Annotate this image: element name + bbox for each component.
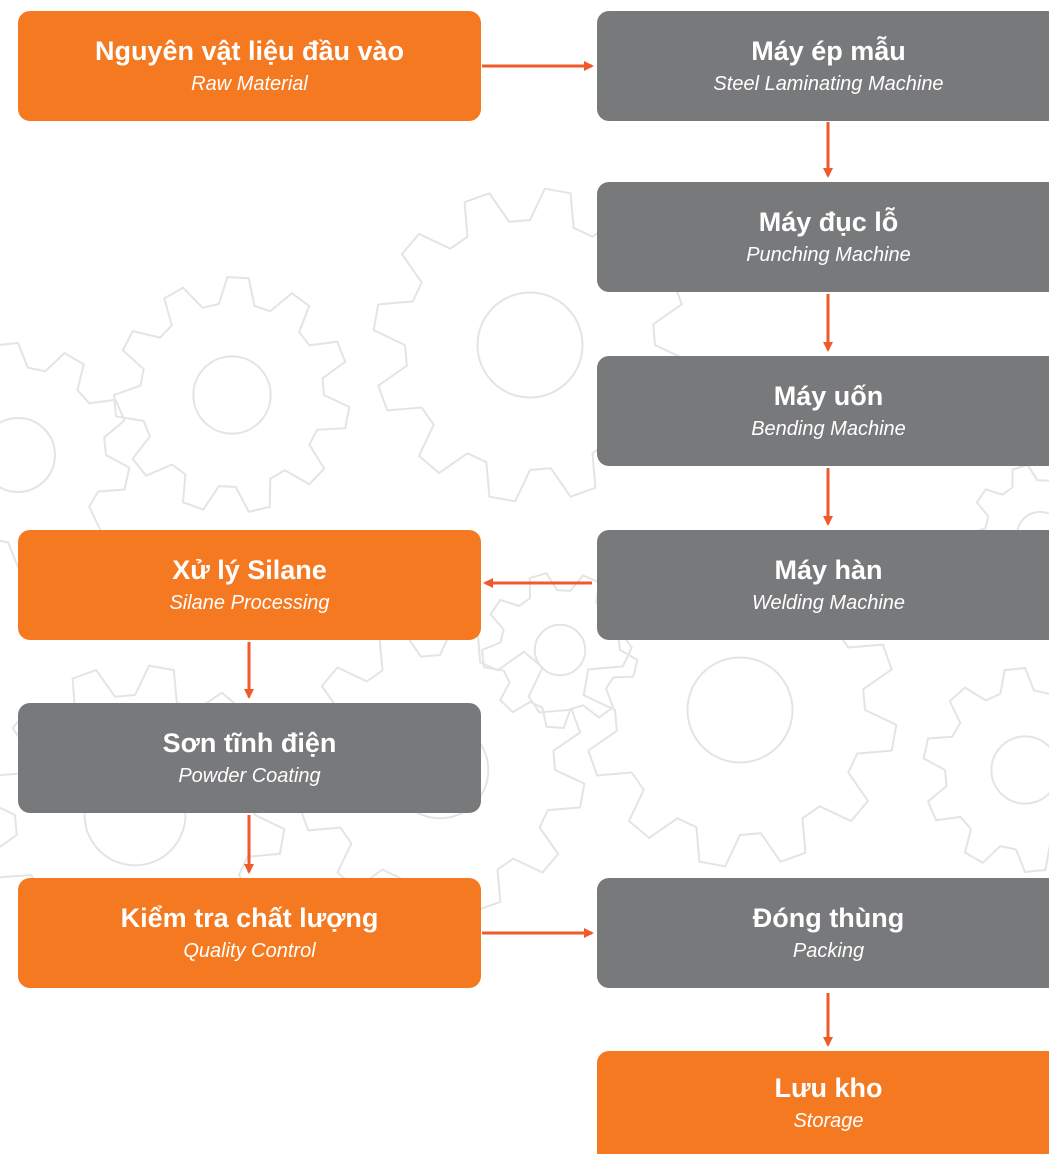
step-title: Lưu kho [774, 1072, 883, 1103]
step-bending: Máy uốn Bending Machine [597, 356, 1049, 466]
step-title: Máy đục lỗ [758, 207, 899, 237]
gear-icon [922, 666, 1049, 874]
step-title: Xử lý Silane [172, 555, 327, 585]
step-title: Đóng thùng [752, 903, 905, 933]
gear-icon [112, 276, 351, 513]
step-storage: Lưu kho Storage [597, 1051, 1049, 1154]
step-welding: Máy hàn Welding Machine [597, 530, 1049, 640]
step-subtitle: Raw Material [191, 73, 308, 95]
step-quality-control: Kiểm tra chất lượng Quality Control [18, 878, 481, 988]
step-title: Sơn tĩnh điện [162, 728, 337, 758]
step-subtitle: Packing [792, 940, 865, 962]
step-title: Máy hàn [774, 555, 883, 585]
step-packing: Đóng thùng Packing [597, 878, 1049, 988]
step-punching: Máy đục lỗ Punching Machine [597, 182, 1049, 292]
step-silane: Xử lý Silane Silane Processing [18, 530, 481, 640]
step-subtitle: Silane Processing [169, 592, 330, 614]
step-title: Nguyên vật liệu đầu vào [94, 36, 405, 66]
step-powder-coating: Sơn tĩnh điện Powder Coating [18, 703, 481, 813]
step-subtitle: Welding Machine [751, 592, 906, 614]
step-subtitle: Steel Laminating Machine [713, 73, 944, 95]
step-subtitle: Storage [793, 1109, 864, 1132]
step-laminating: Máy ép mẫu Steel Laminating Machine [597, 11, 1049, 121]
step-title: Máy ép mẫu [751, 36, 906, 66]
step-subtitle: Powder Coating [178, 765, 321, 787]
step-raw-material: Nguyên vật liệu đầu vào Raw Material [18, 11, 481, 121]
step-subtitle: Punching Machine [746, 244, 911, 266]
step-title: Máy uốn [773, 381, 884, 411]
step-subtitle: Quality Control [183, 940, 316, 962]
step-subtitle: Bending Machine [751, 418, 906, 440]
step-title: Kiểm tra chất lượng [120, 903, 379, 933]
gear-icon [372, 187, 688, 503]
